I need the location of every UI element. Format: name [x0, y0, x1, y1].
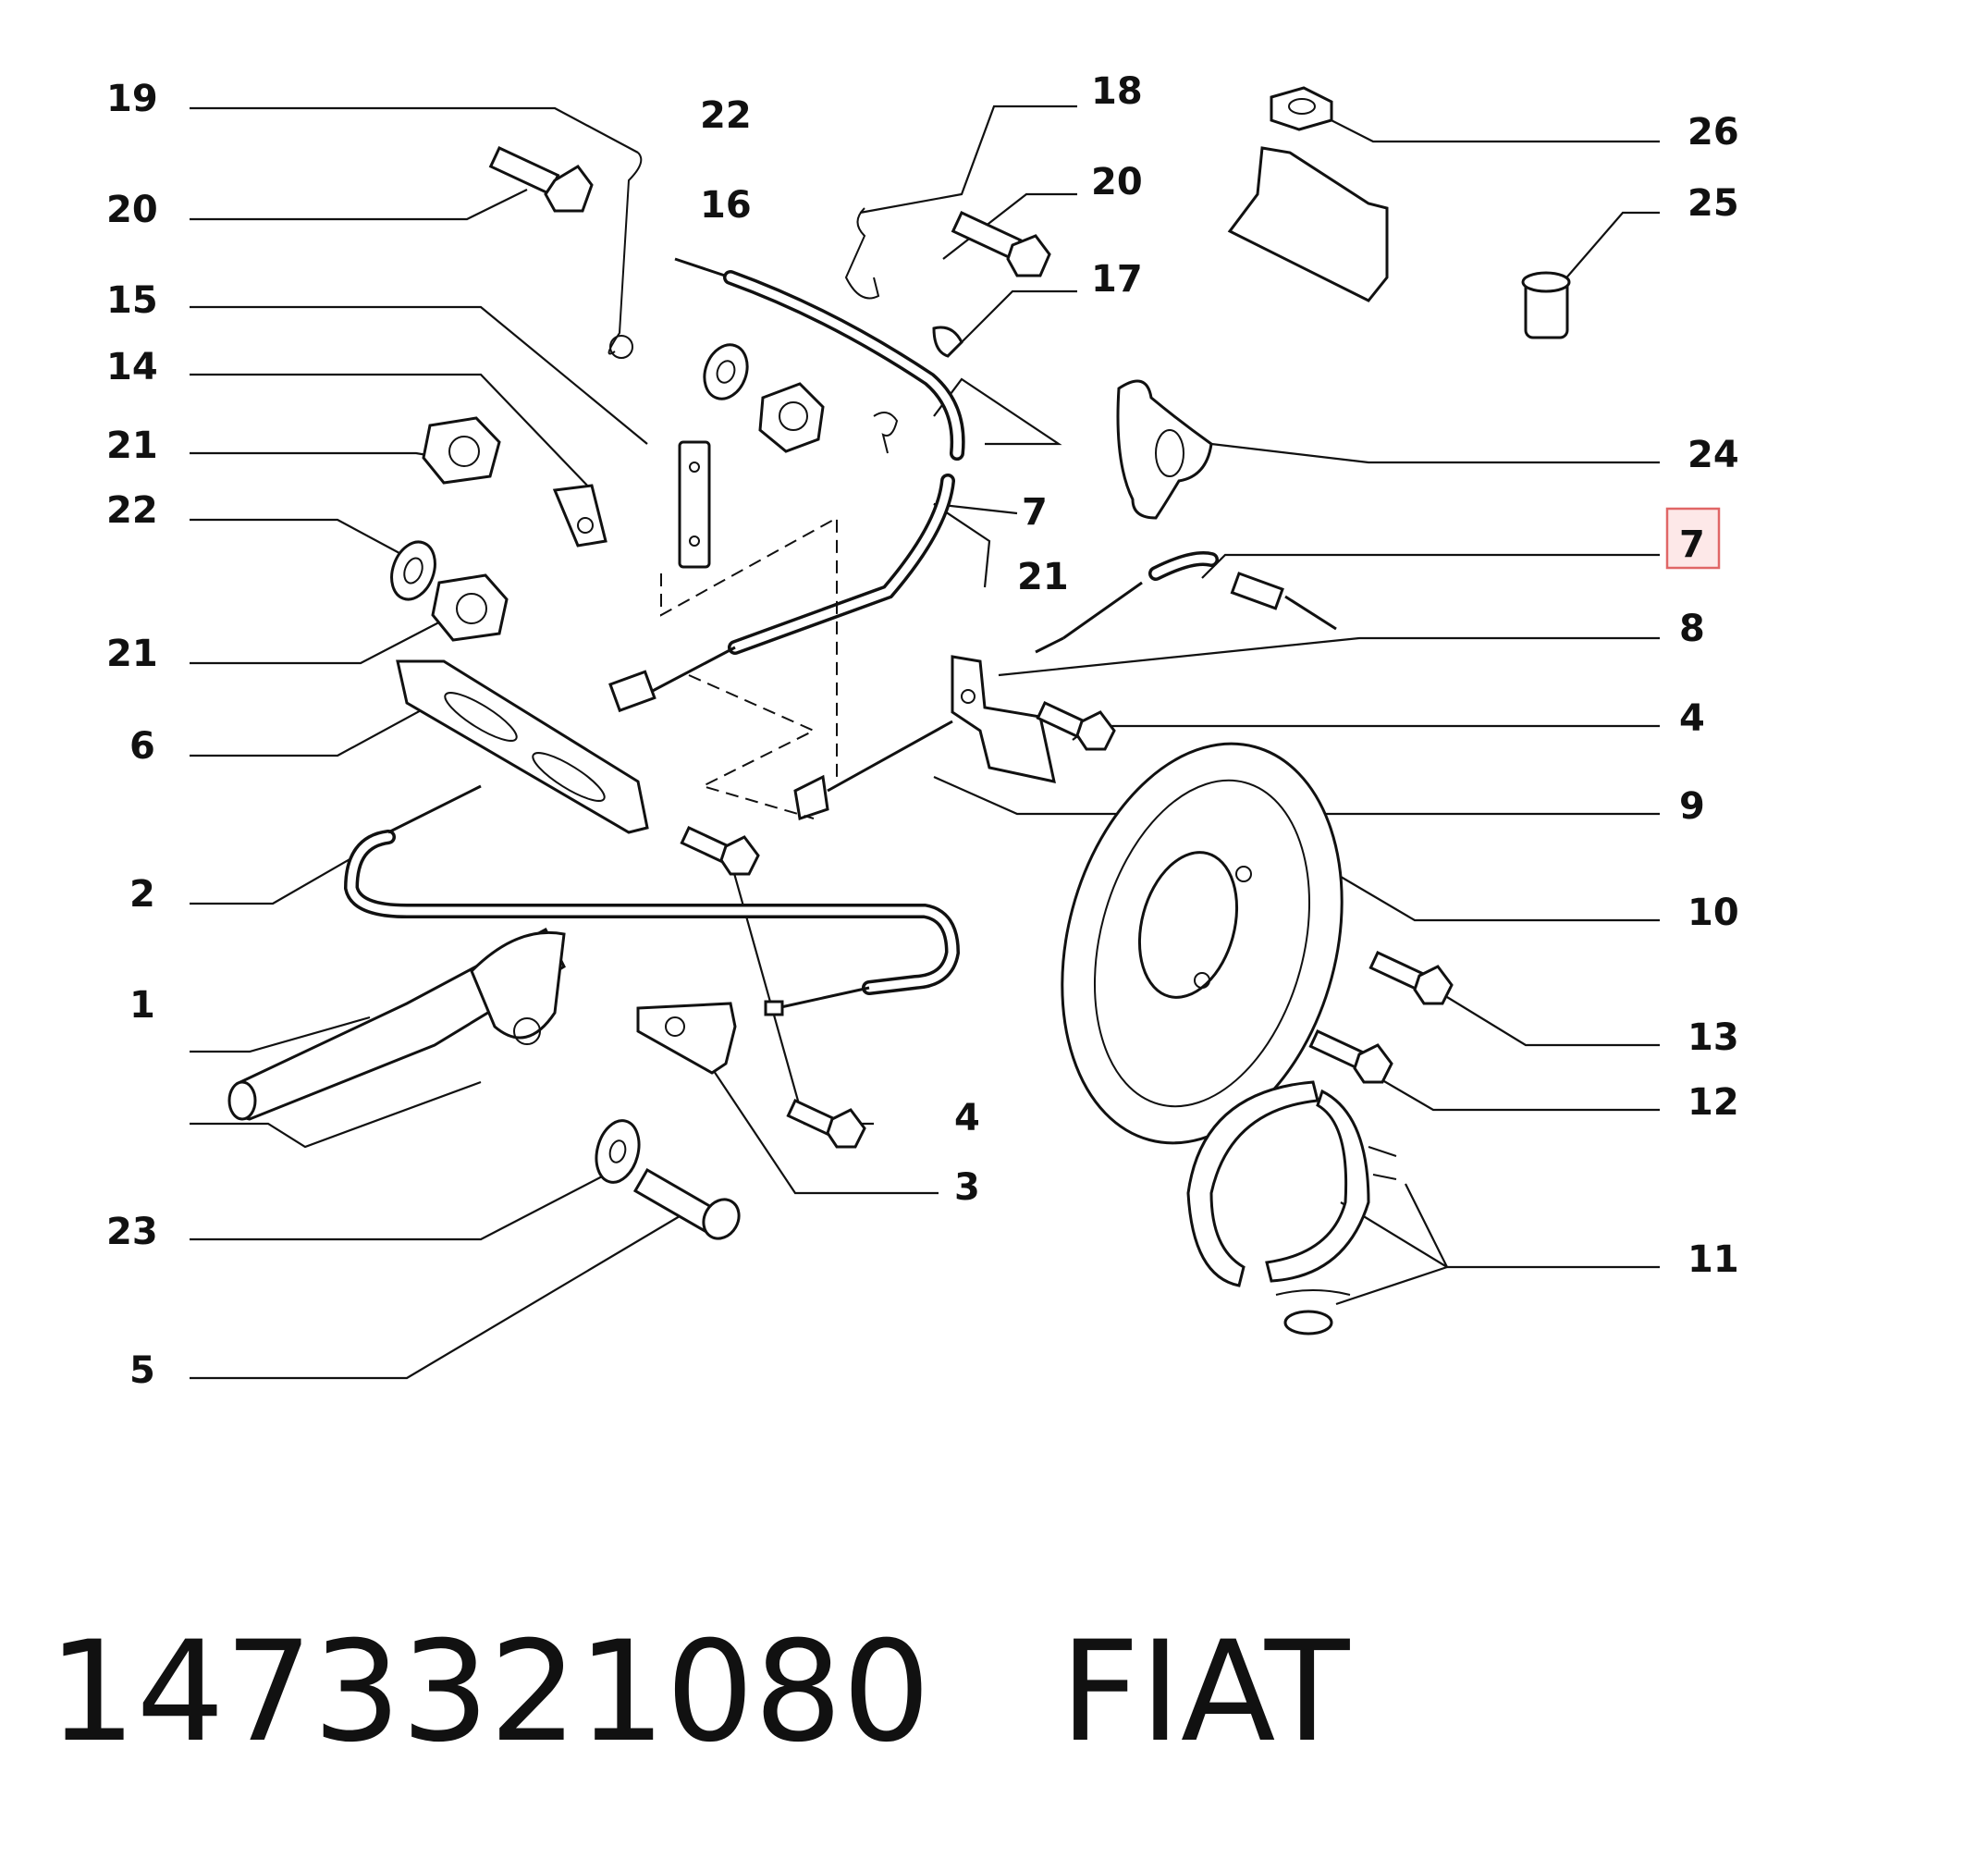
callout-22-center: 22	[700, 94, 752, 137]
handbrake-lever-1	[227, 927, 566, 1121]
bolt-4-right	[1036, 701, 1116, 751]
callout-4-right: 4	[1679, 697, 1705, 740]
highlight-box	[1665, 507, 1721, 570]
callout-25: 25	[1687, 182, 1739, 225]
callout-1: 1	[129, 984, 155, 1027]
callout-24: 24	[1687, 434, 1739, 476]
callout-7-center: 7	[1022, 491, 1048, 534]
callout-11: 11	[1687, 1238, 1739, 1281]
bolt-4-center	[680, 826, 760, 876]
callout-20-left: 20	[106, 189, 158, 231]
callout-10: 10	[1687, 892, 1739, 934]
callout-20-center: 20	[1091, 161, 1143, 203]
heat-shield-bracket	[1227, 146, 1389, 302]
brand-name: FIAT	[1060, 1612, 1350, 1773]
cable-2	[343, 784, 961, 1016]
washer-22-left	[390, 540, 436, 601]
callout-5: 5	[129, 1349, 155, 1392]
callout-21-a: 21	[106, 425, 158, 467]
washer-23	[595, 1119, 641, 1184]
bolt-20-top-left	[488, 146, 594, 213]
plate-3	[636, 1002, 737, 1075]
callout-12: 12	[1687, 1081, 1739, 1124]
callout-16: 16	[700, 184, 752, 227]
clip-19	[607, 152, 643, 359]
bolt-20-top-center	[951, 211, 1051, 277]
callout-23: 23	[106, 1211, 158, 1253]
callout-numbers: 19 20 15 14 21 22 21 6 2 1 23 5 22 16 18…	[106, 70, 1739, 1392]
leader-lines-left	[190, 106, 681, 1380]
callout-8: 8	[1679, 608, 1705, 650]
clamp-24	[1116, 379, 1213, 520]
nut-21-center	[758, 382, 825, 453]
callout-17: 17	[1091, 258, 1143, 301]
bracket-14	[552, 484, 607, 548]
callout-4-center: 4	[954, 1097, 980, 1139]
callout-18: 18	[1091, 70, 1143, 113]
callout-22-left: 22	[106, 489, 158, 532]
clip-17	[932, 326, 963, 358]
nut-26	[1270, 86, 1333, 131]
callout-19: 19	[106, 78, 158, 120]
callout-26: 26	[1687, 111, 1739, 154]
backing-plate-10	[1061, 742, 1344, 1145]
cable-7-center	[608, 257, 965, 713]
bracket-9	[793, 655, 1056, 820]
callout-6: 6	[129, 725, 155, 768]
callout-14: 14	[106, 346, 158, 388]
bolt-5	[632, 1167, 741, 1240]
callout-7-highlighted[interactable]: 7	[1679, 523, 1705, 566]
equalizer-6	[396, 659, 649, 834]
callout-3: 3	[954, 1166, 980, 1209]
callout-15: 15	[106, 279, 158, 322]
callout-9: 9	[1679, 785, 1705, 828]
bracket-15	[678, 440, 711, 569]
nut-21-upper	[422, 416, 501, 485]
spring-clip-18	[844, 207, 880, 300]
grommet-25	[1521, 271, 1571, 339]
bolt-13	[1368, 951, 1454, 1005]
callout-21-b: 21	[106, 633, 158, 675]
construction-lines	[660, 516, 838, 819]
bolt-4-lower	[786, 1099, 866, 1149]
washer-22-center	[703, 343, 749, 400]
cable-7-right	[1035, 551, 1337, 654]
brake-shoes-11	[1186, 1080, 1397, 1336]
part-number: 1473321080	[48, 1612, 931, 1773]
callout-13: 13	[1687, 1016, 1739, 1059]
callout-21-c: 21	[1017, 556, 1069, 598]
bolt-12	[1308, 1029, 1393, 1084]
nut-21-lower	[431, 573, 509, 642]
callout-2: 2	[129, 873, 155, 916]
clip-16	[873, 412, 899, 454]
